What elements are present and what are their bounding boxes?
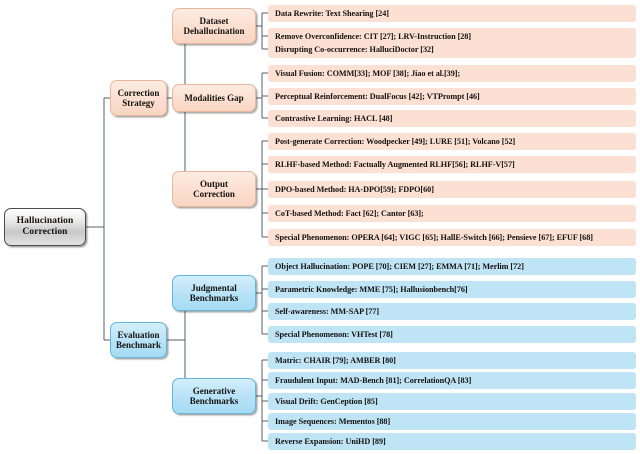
leaf-item[interactable]: Disrupting Co-occurrence: HalluciDoctor … [268,41,636,58]
leaf-item[interactable]: DPO-based Method: HA-DPO[59]; FDPO[60] [268,181,636,198]
node-evaluation-benchmark-label: Evaluation Benchmark [116,329,161,350]
leaf-item[interactable]: RLHF-based Method: Factually Augmented R… [268,156,636,173]
node-generative-benchmarks-label: Generative Benchmarks [189,385,239,406]
node-output-correction[interactable]: Output Correction [172,171,256,207]
leaf-item[interactable]: Post-generate Correction: Woodpecker [49… [268,133,636,150]
leaf-item[interactable]: CoT-based Method: Fact [62]; Cantor [63]… [268,205,636,222]
leaf-item[interactable]: Contrastive Learning: HACL [48] [268,110,636,127]
node-dataset-dehallucination[interactable]: Dataset Dehallucination [172,8,256,44]
node-output-correction-label: Output Correction [193,178,235,199]
leaf-item[interactable]: Reverse Expansion: UniHD [89] [268,433,636,450]
node-correction-strategy-label: Correction Strategy [117,87,160,108]
node-correction-strategy[interactable]: Correction Strategy [110,80,167,116]
node-root[interactable]: Hallucination Correction [4,208,86,246]
leaf-item[interactable]: Special Phenomenon: OPERA [64]; VIGC [65… [268,229,636,246]
leaf-item[interactable]: Remove Overconfidence: CIT [27]; LRV-Ins… [268,28,636,45]
node-generative-benchmarks[interactable]: Generative Benchmarks [172,378,256,414]
leaf-item[interactable]: Special Phenomenon: VHTest [78] [268,326,636,343]
leaf-item[interactable]: Perceptual Reinforcement: DualFocus [42]… [268,88,636,105]
leaf-item[interactable]: Visual Fusion: COMM[33]; MOF [38]; Jiao … [268,65,636,82]
node-modalities-gap[interactable]: Modalities Gap [172,84,256,112]
node-judgmental-benchmarks[interactable]: Judgmental Benchmarks [172,275,256,311]
leaf-item[interactable]: Matric: CHAIR [79]; AMBER [80] [268,352,636,369]
leaf-item[interactable]: Data Rewrite: Text Shearing [24] [268,5,636,22]
leaf-item[interactable]: Image Sequences: Mementos [88] [268,413,636,430]
leaf-item[interactable]: Self-awareness: MM-SAP [77] [268,303,636,320]
node-evaluation-benchmark[interactable]: Evaluation Benchmark [110,322,167,358]
node-root-label: Hallucination Correction [16,216,74,237]
leaf-item[interactable]: Visual Drift: GenCeption [85] [268,393,636,410]
leaf-item[interactable]: Parametric Knowledge: MME [75]; Hallusio… [268,281,636,298]
node-dataset-dehallucination-label: Dataset Dehallucination [183,15,245,36]
node-judgmental-benchmarks-label: Judgmental Benchmarks [189,282,239,303]
leaf-item[interactable]: Fraudulent Input: MAD-Bench [81]; Correl… [268,372,636,389]
node-modalities-gap-label: Modalities Gap [184,92,244,103]
leaf-item[interactable]: Object Hallucination: POPE [70]; CIEM [2… [268,258,636,275]
